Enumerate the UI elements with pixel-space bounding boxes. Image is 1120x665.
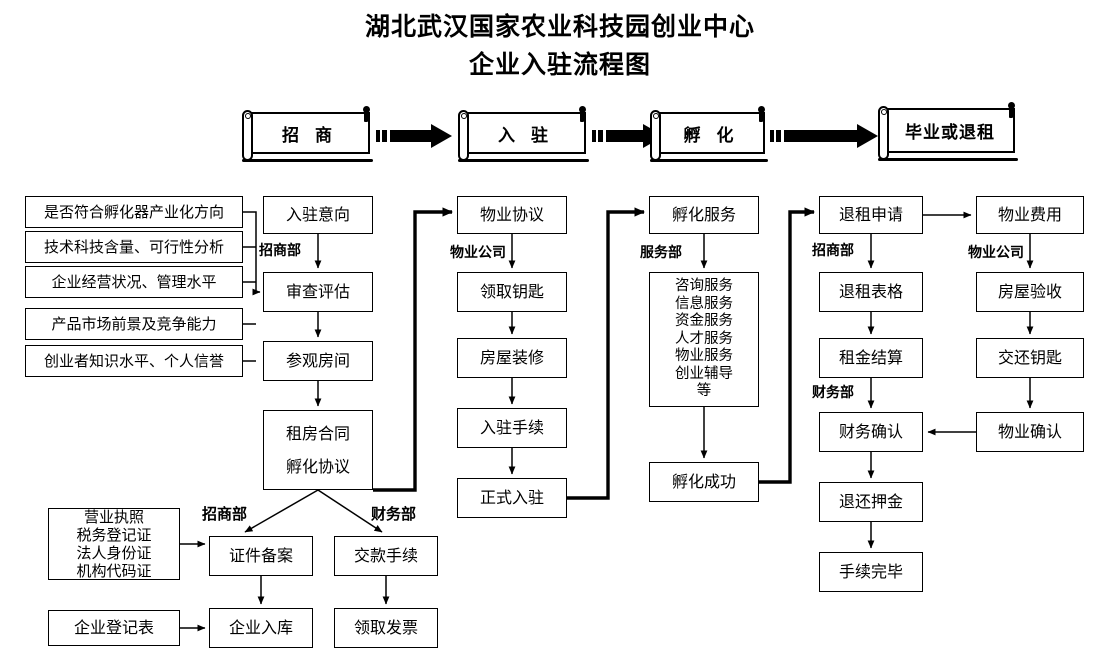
criteria-box-5[interactable]: 创业者知识水平、个人信誉 [25,345,243,377]
dept-label-recruit-exit: 招商部 [812,243,854,259]
scroll-base-icon [878,157,1018,161]
dept-label-recruit-bottom: 招商部 [202,505,248,523]
documents-box[interactable]: 营业执照 税务登记证 法人身份证 机构代码证 [48,508,180,580]
step-house-inspection[interactable]: 房屋验收 [976,272,1084,312]
scroll-base-icon [242,158,373,162]
document-item: 税务登记证 [76,526,152,544]
dept-label-property-2: 物业公司 [968,245,1024,261]
step-contract[interactable]: 租房合同 孵化协议 [263,410,373,490]
step-enterprise-entry[interactable]: 企业入库 [209,608,313,648]
scroll-post-knob-icon [757,106,765,113]
step-review[interactable]: 审查评估 [263,272,373,312]
service-item: 咨询服务 [675,278,733,295]
registration-form-box[interactable]: 企业登记表 [48,610,180,646]
scroll-knob-icon [880,109,887,115]
stage-arrow-3 [770,124,878,148]
service-item: 人才服务 [675,330,733,347]
step-visit-room[interactable]: 参观房间 [263,341,373,381]
stage-banner-2[interactable]: 入 驻 [456,106,589,163]
scroll-post-knob-icon [1007,102,1015,109]
page-title-line2: 企业入驻流程图 [468,50,651,79]
scroll-base-icon [650,158,768,162]
step-intent[interactable]: 入驻意向 [263,196,373,234]
scroll-post-knob-icon [578,106,586,113]
criteria-box-4[interactable]: 产品市场前景及竞争能力 [25,308,243,340]
scroll-knob-icon [244,113,251,119]
criteria-box-1[interactable]: 是否符合孵化器产业化方向 [25,196,243,228]
step-property-fee[interactable]: 物业费用 [976,196,1084,234]
step-rent-settlement[interactable]: 租金结算 [819,338,923,378]
dept-label-property-1: 物业公司 [450,245,506,261]
dept-label-service: 服务部 [640,245,682,261]
stage-banner-4[interactable]: 毕业或退租 [876,102,1018,162]
step-exit-form[interactable]: 退租表格 [819,272,923,312]
step-finance-confirm[interactable]: 财务确认 [819,412,923,452]
step-process-complete[interactable]: 手续完毕 [819,552,923,592]
document-item: 营业执照 [83,508,144,526]
step-renovation[interactable]: 房屋装修 [457,338,567,378]
step-move-in-formalities[interactable]: 入驻手续 [457,408,567,448]
service-item: 等 [696,383,712,400]
stage-arrow-1 [376,124,452,148]
scroll-post-icon [1009,104,1013,118]
step-payment[interactable]: 交款手续 [334,536,438,576]
dept-label-finance-bottom: 财务部 [371,505,417,523]
scroll-post-knob-icon [362,106,370,113]
service-item: 创业辅导 [675,365,733,382]
scroll-base-icon [458,158,589,162]
contract-line-1: 租房合同 [285,423,350,443]
step-property-confirm[interactable]: 物业确认 [976,412,1084,452]
page-title-line1: 湖北武汉国家农业科技园创业中心 [364,12,755,41]
document-item: 机构代码证 [76,562,152,580]
step-incubation-success[interactable]: 孵化成功 [649,462,759,502]
step-deposit-refund[interactable]: 退还押金 [819,482,923,522]
service-item: 物业服务 [675,348,733,365]
service-item: 资金服务 [675,313,733,330]
scroll-post-icon [580,108,584,122]
stage-banner-2-label: 入 驻 [465,112,586,154]
stage-banner-3-label: 孵 化 [657,112,765,154]
scroll-post-icon [759,108,763,122]
step-get-keys[interactable]: 领取钥匙 [457,272,567,312]
scroll-knob-icon [460,113,467,119]
step-exit-application[interactable]: 退租申请 [819,196,923,234]
service-list-box[interactable]: 咨询服务 信息服务 资金服务 人才服务 物业服务 创业辅导 等 [649,272,759,407]
scroll-knob-icon [652,113,659,119]
step-get-invoice[interactable]: 领取发票 [334,608,438,648]
dept-label-finance-exit: 财务部 [812,385,854,401]
step-return-keys[interactable]: 交还钥匙 [976,338,1084,378]
document-item: 法人身份证 [76,544,152,562]
stage-banner-4-label: 毕业或退租 [885,108,1015,153]
criteria-box-2[interactable]: 技术科技含量、可行性分析 [25,231,243,263]
dept-label-recruit-top: 招商部 [259,243,301,259]
step-official-move-in[interactable]: 正式入驻 [457,478,567,518]
service-item: 信息服务 [675,295,733,312]
contract-line-2: 孵化协议 [285,456,350,476]
scroll-post-icon [364,108,368,122]
stage-banner-1-label: 招 商 [249,112,370,154]
stage-banner-1[interactable]: 招 商 [240,106,373,163]
criteria-box-3[interactable]: 企业经营状况、管理水平 [25,266,243,298]
step-incubation-service[interactable]: 孵化服务 [649,196,759,234]
step-property-agreement[interactable]: 物业协议 [457,196,567,234]
step-filing[interactable]: 证件备案 [209,536,313,576]
stage-banner-3[interactable]: 孵 化 [648,106,768,163]
